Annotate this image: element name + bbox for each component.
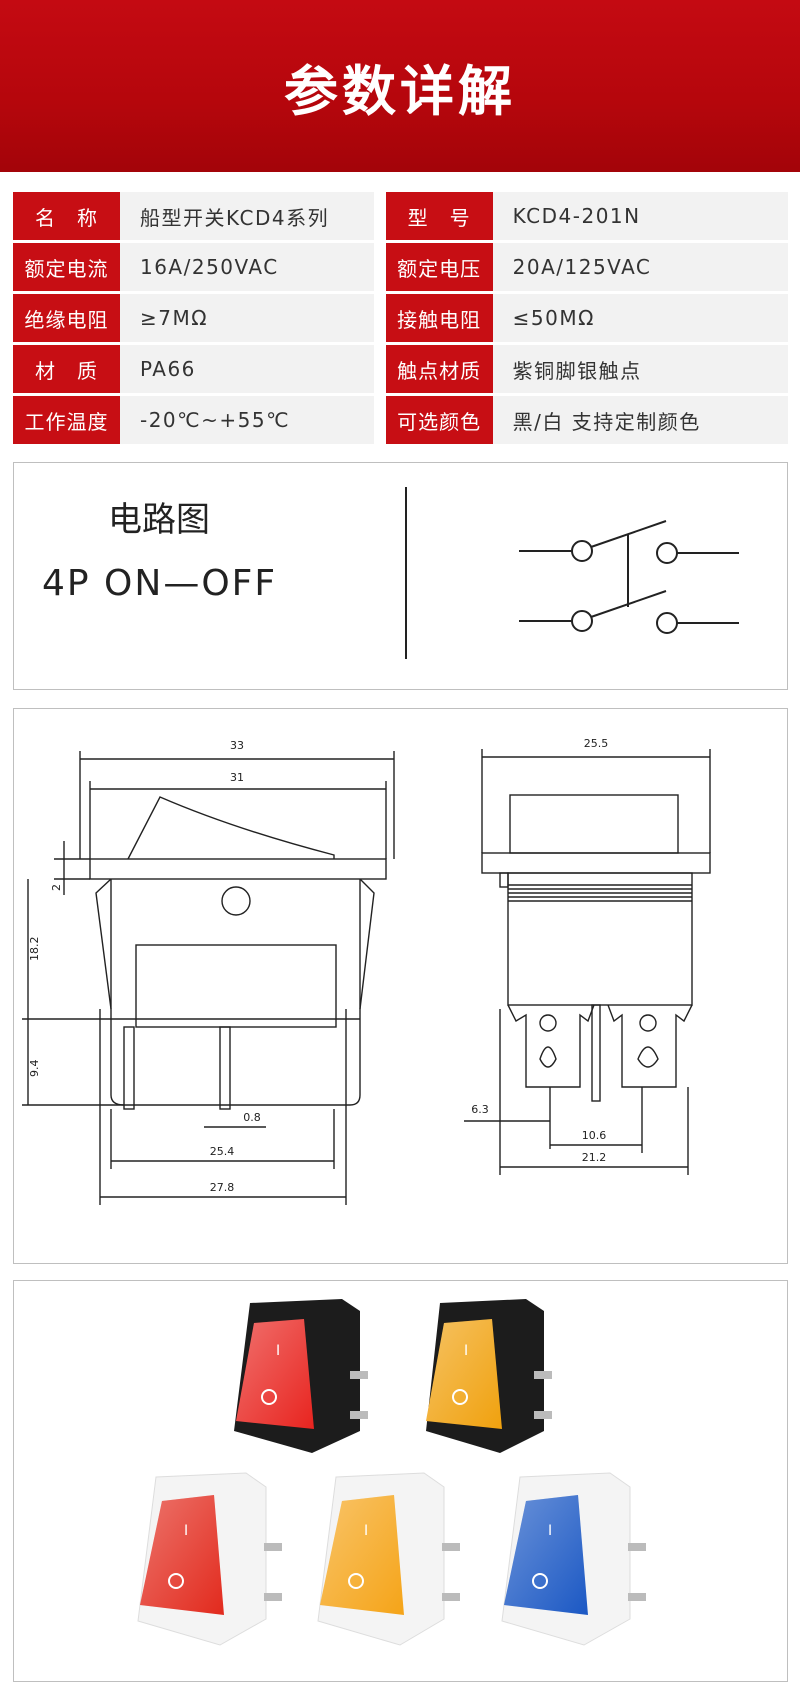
dim-label: 27.8 (210, 1181, 235, 1194)
spec-label: 材 质 (13, 345, 120, 393)
spec-row: 工作温度 -20℃~+55℃ 可选颜色 黑/白 支持定制颜色 (13, 396, 789, 444)
spec-label: 工作温度 (13, 396, 120, 444)
spec-value: 20A/125VAC (492, 243, 789, 291)
contact (571, 610, 593, 632)
spec-label: 名 称 (13, 192, 120, 240)
spec-label: 额定电流 (13, 243, 120, 291)
dim-label: 31 (230, 771, 244, 784)
spec-value: KCD4-201N (492, 192, 789, 240)
svg-text:I: I (184, 1523, 188, 1539)
dim-label: 18.2 (28, 937, 41, 962)
page-title: 参数详解 (284, 59, 516, 123)
spec-value: 紫铜脚银触点 (492, 345, 789, 393)
contact (656, 612, 678, 634)
dim-label: 25.4 (210, 1145, 235, 1158)
svg-text:I: I (276, 1343, 280, 1359)
spec-value: 黑/白 支持定制颜色 (492, 396, 789, 444)
dim-label: 6.3 (471, 1103, 489, 1116)
spec-value: ≥7MΩ (119, 294, 374, 342)
spec-value: 16A/250VAC (119, 243, 374, 291)
svg-text:I: I (464, 1343, 468, 1359)
switch-white-red-photo: I (137, 1472, 282, 1646)
product-photos: I I I I (137, 1299, 646, 1646)
spec-row: 绝缘电阻 ≥7MΩ 接触电阻 ≤50MΩ (13, 294, 789, 342)
switch-blade (590, 520, 667, 548)
switch-black-red-photo: I (234, 1299, 368, 1453)
switch-white-amber-photo: I (317, 1472, 460, 1646)
switch-white-blue-photo: I (501, 1472, 646, 1646)
spec-row: 材 质 PA66 触点材质 紫铜脚银触点 (13, 345, 789, 393)
spec-label: 接触电阻 (385, 294, 493, 342)
spec-row: 名 称 船型开关KCD4系列 型 号 KCD4-201N (13, 192, 789, 240)
contact (656, 542, 678, 564)
dimension-panel: 33 31 2 (13, 708, 788, 1264)
product-photos-panel: I I I I (13, 1280, 788, 1682)
circuit-mode: 4P ON—OFF (42, 563, 277, 604)
spec-label: 型 号 (385, 192, 493, 240)
dim-label: 25.5 (584, 737, 609, 750)
svg-text:I: I (364, 1523, 368, 1539)
spec-value: ≤50MΩ (492, 294, 789, 342)
dim-label: 9.4 (28, 1060, 41, 1078)
spec-value: 船型开关KCD4系列 (119, 192, 374, 240)
spec-label: 绝缘电阻 (13, 294, 120, 342)
spec-value: -20℃~+55℃ (119, 396, 374, 444)
side-view: 25.5 6.3 10.6 (464, 737, 711, 1175)
spec-label: 触点材质 (385, 345, 493, 393)
dim-label: 10.6 (582, 1129, 607, 1142)
dim-label: 33 (230, 739, 244, 752)
dimension-drawing: 33 31 2 (22, 737, 711, 1205)
switch-black-amber-photo: I (426, 1299, 552, 1453)
dim-label: 2 (50, 884, 63, 891)
contact (571, 540, 593, 562)
spec-label: 可选颜色 (385, 396, 493, 444)
circuit-title: 电路图 (108, 500, 210, 540)
front-view: 33 31 2 (22, 739, 395, 1205)
circuit-panel: 电路图 4P ON—OFF (13, 462, 788, 690)
dim-label: 0.8 (243, 1111, 261, 1124)
spec-table: 名 称 船型开关KCD4系列 型 号 KCD4-201N 额定电流 16A/25… (13, 192, 789, 447)
dim-label: 21.2 (582, 1151, 607, 1164)
circuit-diagram: 电路图 4P ON—OFF (42, 487, 739, 659)
spec-row: 额定电流 16A/250VAC 额定电压 20A/125VAC (13, 243, 789, 291)
spec-label: 额定电压 (385, 243, 493, 291)
header-banner: 参数详解 (0, 0, 800, 172)
svg-text:I: I (548, 1523, 552, 1539)
spec-value: PA66 (119, 345, 374, 393)
